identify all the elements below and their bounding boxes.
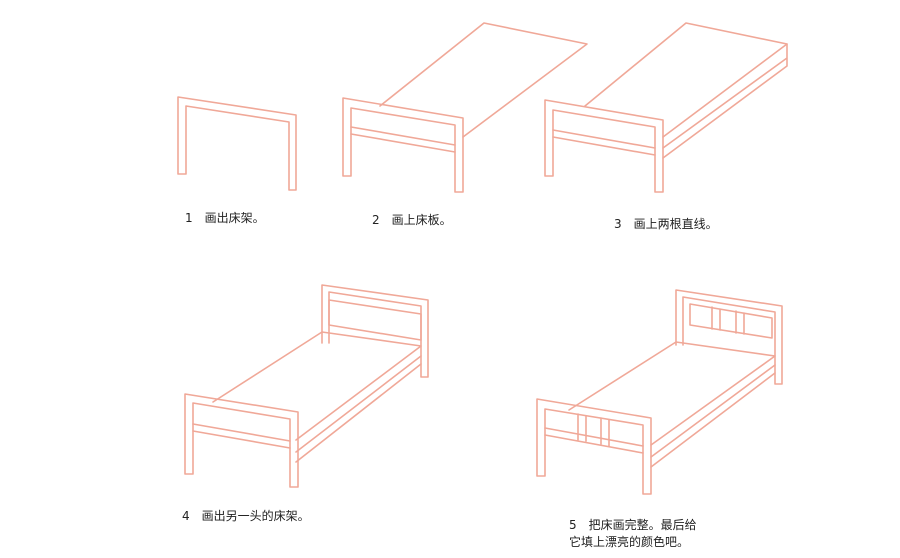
- step3-frame: [544, 99, 664, 193]
- step1-caption: 1 画出床架。: [185, 210, 265, 227]
- step1-frame-outer: [177, 96, 297, 191]
- step4-headboard: [321, 284, 429, 378]
- step3-board: [584, 22, 788, 138]
- step2-frame: [342, 97, 464, 193]
- step2-number: 2: [372, 213, 380, 227]
- step4-caption: 4 画出另一头的床架。: [182, 508, 310, 525]
- step3-crossbar: [552, 129, 656, 156]
- step5-number: 5: [569, 518, 577, 532]
- step4-crossbar: [192, 423, 291, 449]
- step4-footboard: [184, 393, 299, 488]
- step1-number: 1: [185, 211, 193, 225]
- step2-figure: [342, 22, 588, 193]
- step5-footboard-bars: [544, 413, 644, 454]
- step4-number: 4: [182, 509, 190, 523]
- step3-number: 3: [614, 217, 622, 231]
- step3-side-lines: [662, 43, 788, 159]
- step4-figure: [184, 284, 429, 488]
- step3-caption: 3 画上两根直线。: [614, 216, 718, 233]
- step4-headboard-inner: [328, 299, 422, 341]
- step3-text: 画上两根直线。: [633, 217, 718, 231]
- step5-caption: 5 把床画完整。最后给 它填上漂亮的颜色吧。: [569, 517, 697, 551]
- step1-text: 画出床架。: [204, 211, 265, 225]
- step5-headboard-bars: [689, 303, 773, 339]
- step2-caption: 2 画上床板。: [372, 212, 452, 229]
- step5-board: [568, 341, 776, 446]
- step4-text: 画出另一头的床架。: [201, 509, 310, 523]
- step5-footboard: [536, 398, 652, 495]
- step1-figure: [177, 96, 297, 191]
- step2-crossbar: [350, 126, 456, 153]
- step4-board: [212, 331, 422, 441]
- step5-text: 把床画完整。最后给: [588, 518, 697, 532]
- step4-side-lines: [295, 355, 422, 463]
- step5-figure: [536, 289, 783, 495]
- step3-figure: [544, 22, 788, 193]
- step2-text: 画上床板。: [391, 213, 452, 227]
- step5-headboard: [675, 289, 783, 385]
- step2-board: [379, 22, 588, 138]
- step5-side-lines: [650, 364, 776, 468]
- step5-text-line2: 它填上漂亮的颜色吧。: [569, 535, 690, 549]
